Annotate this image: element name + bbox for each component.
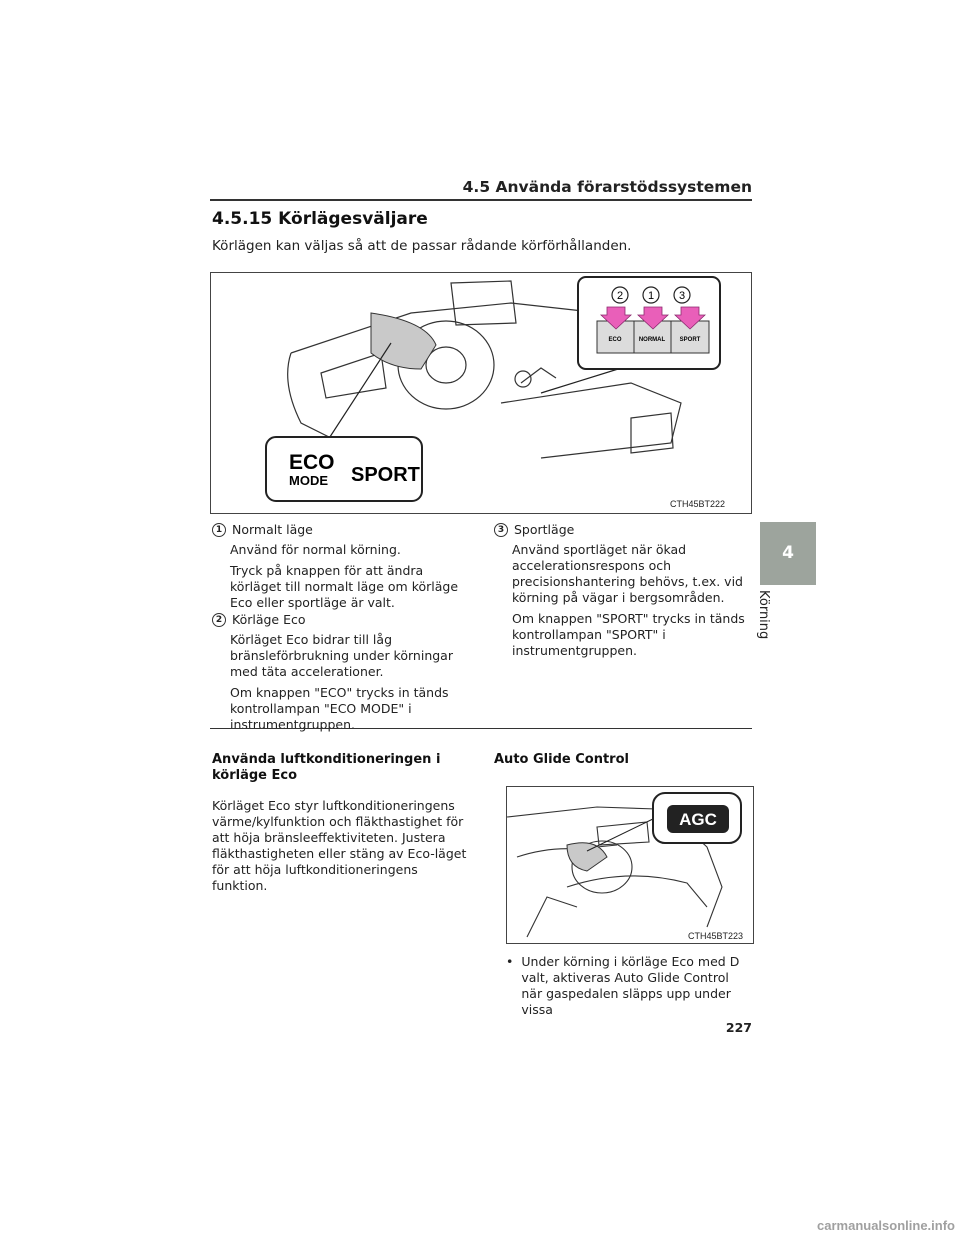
section-divider	[210, 728, 752, 729]
chapter-label: Körning	[756, 590, 786, 650]
callout-1: 1	[648, 290, 654, 302]
agc-bullet-text: Under körning i körläge Eco med D valt, …	[521, 954, 740, 1017]
watermark: carmanualsonline.info	[817, 1218, 955, 1233]
header-rule	[210, 199, 752, 201]
item-paragraph: Använd för normal körning.	[230, 542, 401, 557]
chapter-tab: 4	[760, 522, 816, 585]
item-paragraph: Om knappen "ECO" trycks in tänds kontrol…	[230, 685, 449, 732]
mode-indicator-text: MODE	[289, 473, 328, 488]
item-number: 1	[212, 523, 226, 537]
page-number: 227	[725, 1020, 752, 1035]
drive-mode-figure: 2 1 3 ECO NORMAL SPORT ECO MODE SPORT CT…	[210, 272, 752, 514]
sport-indicator-text: SPORT	[351, 464, 420, 486]
item-sport-mode: 3 Sportläge Använd sportläget när ökad ac…	[494, 522, 752, 664]
section-title: 4.5.15 Körlägesväljare	[212, 209, 428, 229]
aircon-text: Körläget Eco styr luftkonditioneringens …	[212, 798, 467, 893]
item-paragraph: Använd sportläget när ökad accelerations…	[512, 542, 743, 605]
dashboard-illustration: 2 1 3 ECO NORMAL SPORT ECO MODE SPORT	[265, 276, 721, 502]
running-header: 4.5 Använda förarstödssystemen	[462, 178, 752, 196]
intro-text: Körlägen kan väljas så att de passar råd…	[212, 238, 632, 254]
sport-button-label: SPORT	[680, 337, 701, 343]
item-normal-mode: 1 Normalt läge Använd för normal körning.…	[212, 522, 472, 616]
eco-indicator-text: ECO	[289, 451, 335, 474]
aircon-section: Använda luftkonditioneringen i körläge E…	[212, 752, 474, 894]
item-number: 2	[212, 613, 226, 627]
bullet-dot: •	[506, 954, 514, 969]
agc-illustration: AGC	[506, 792, 742, 938]
item-eco-mode: 2 Körläge Eco Körläget Eco bidrar till lå…	[212, 612, 472, 738]
normal-button-label: NORMAL	[639, 337, 666, 343]
item-paragraph: Körläget Eco bidrar till låg bränsleförb…	[230, 632, 453, 679]
item-title: Sportläge	[514, 522, 575, 537]
callout-3: 3	[679, 290, 685, 302]
agc-figure: AGC CTH45BT223	[506, 786, 754, 944]
item-paragraph: Tryck på knappen för att ändra körläget …	[230, 563, 459, 610]
item-paragraph: Om knappen "SPORT" trycks in tänds kontr…	[512, 611, 745, 658]
item-title: Normalt läge	[232, 522, 313, 537]
item-number: 3	[494, 523, 508, 537]
agc-bullet: • Under körning i körläge Eco med D valt…	[506, 954, 752, 1018]
agc-badge-text: AGC	[679, 810, 717, 829]
agc-heading: Auto Glide Control	[494, 752, 629, 767]
chapter-label-text: Körning	[756, 590, 771, 640]
aircon-heading: Använda luftkonditioneringen i körläge E…	[212, 752, 441, 783]
figure-code: CTH45BT222	[669, 499, 725, 509]
figure-code: CTH45BT223	[687, 931, 743, 941]
callout-2: 2	[617, 290, 623, 302]
item-title: Körläge Eco	[232, 612, 306, 627]
eco-button-label: ECO	[608, 337, 621, 343]
